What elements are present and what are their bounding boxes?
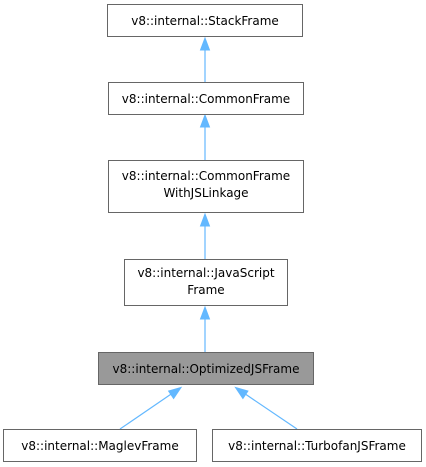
node-maglevframe[interactable]: v8::internal::MaglevFrame xyxy=(3,429,197,462)
edge-optimizedjsframe-to-javascriptframe xyxy=(199,305,211,352)
node-label: v8::internal::MaglevFrame xyxy=(21,439,178,453)
node-label-line-1: v8::internal::JavaScript xyxy=(137,266,274,280)
node-label-line-2: WithJSLinkage xyxy=(163,186,248,200)
node-label: v8::internal::TurbofanJSFrame xyxy=(228,439,406,453)
node-label: v8::internal::OptimizedJSFrame xyxy=(113,362,300,376)
edge-maglevframe-to-optimizedjsframe xyxy=(119,386,183,430)
node-label: v8::internal::CommonFrame xyxy=(122,92,290,106)
node-javascriptframe[interactable]: v8::internal::JavaScript Frame xyxy=(124,259,288,306)
node-label-line-1: v8::internal::CommonFrame xyxy=(122,169,290,183)
edge-commonframewithjslinkage-to-commonframe xyxy=(199,113,211,160)
node-stackframe[interactable]: v8::internal::StackFrame xyxy=(107,4,303,37)
node-commonframe[interactable]: v8::internal::CommonFrame xyxy=(108,82,304,115)
node-label-line-2: Frame xyxy=(187,283,224,297)
edge-turbofanjsframe-to-optimizedjsframe xyxy=(234,386,298,430)
node-turbofanjsframe[interactable]: v8::internal::TurbofanJSFrame xyxy=(212,429,422,462)
node-commonframewithjslinkage[interactable]: v8::internal::CommonFrame WithJSLinkage xyxy=(108,160,304,213)
edge-javascriptframe-to-commonframewithjslinkage xyxy=(199,212,211,259)
node-label: v8::internal::StackFrame xyxy=(131,14,279,28)
node-optimizedjsframe[interactable]: v8::internal::OptimizedJSFrame xyxy=(98,352,314,385)
edge-commonframe-to-stackframe xyxy=(199,36,211,82)
